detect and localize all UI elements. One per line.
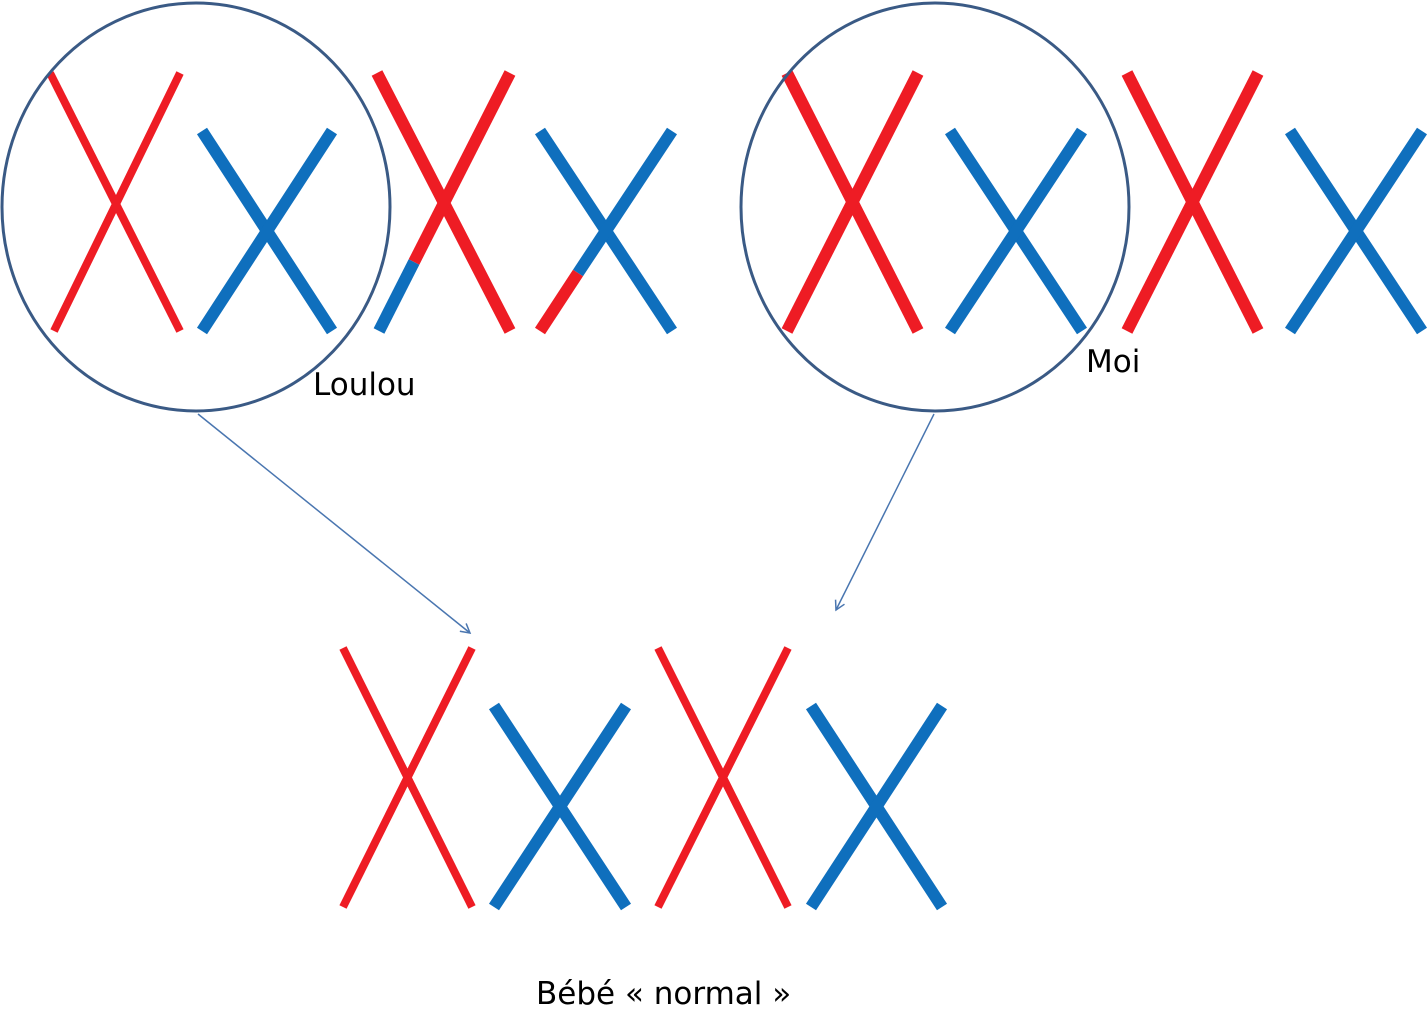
- baby-chromosome-blue-2: [805, 702, 948, 911]
- baby-chromosome-blue-1: [488, 702, 632, 911]
- mother-to-baby-arrow: [834, 413, 935, 612]
- mother-chromosome-blue-1: [944, 127, 1088, 335]
- father-to-baby-arrow: [197, 413, 472, 634]
- mother-chromosome-red-1: [781, 70, 924, 334]
- father-chromosome-blue-recombined: [534, 127, 678, 335]
- father-label: Loulou: [313, 367, 416, 403]
- father-chromosome-blue: [196, 127, 338, 335]
- baby-chromosomes: [339, 646, 948, 911]
- mother-chromosomes: [739, 1, 1428, 413]
- mother-chromosome-blue-2: [1284, 127, 1428, 335]
- baby-chromosome-red-thin-1: [339, 646, 476, 909]
- father-chromosome-red-recombined: [371, 70, 516, 334]
- father-chromosomes: [0, 1, 678, 413]
- father-selection-circle: [0, 1, 392, 413]
- mother-chromosome-red-2: [1121, 70, 1264, 334]
- baby-chromosome-red-thin-2: [654, 646, 792, 909]
- baby-label: Bébé « normal »: [536, 976, 792, 1012]
- mother-selection-circle: [739, 1, 1131, 413]
- mother-label: Moi: [1086, 344, 1141, 380]
- father-chromosome-red-thin: [46, 71, 184, 333]
